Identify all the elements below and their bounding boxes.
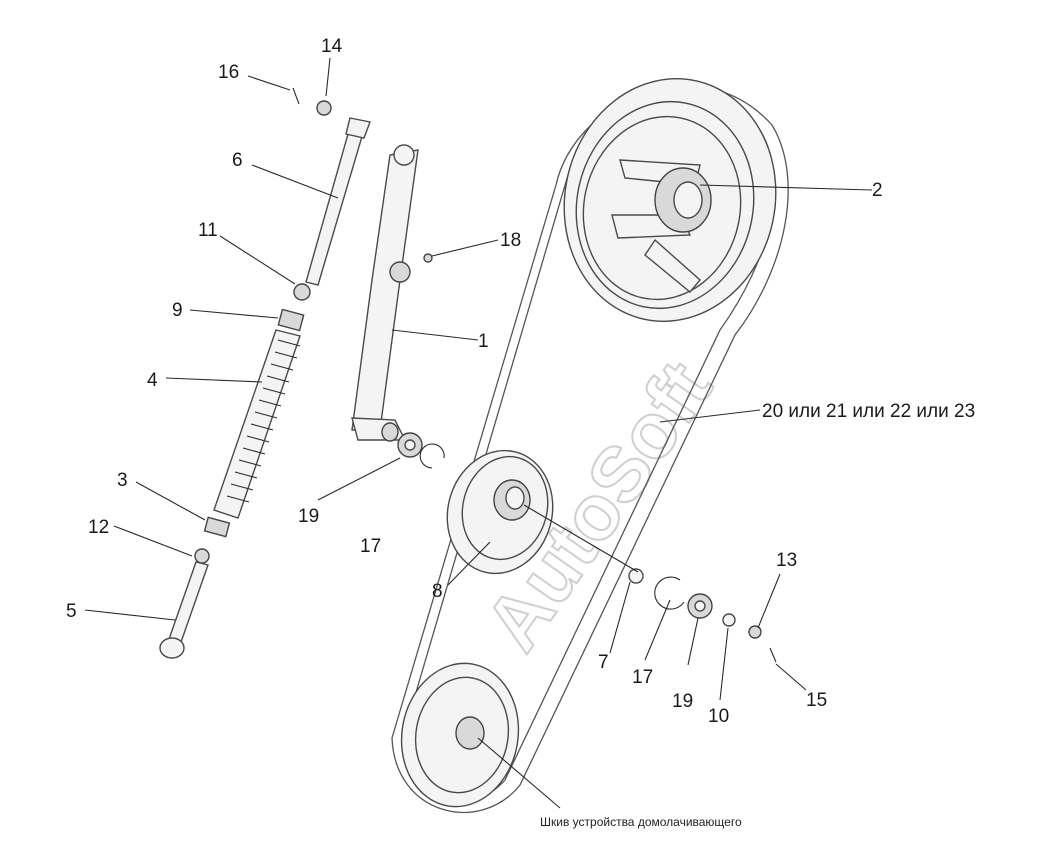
leader-lines	[84, 57, 873, 809]
callout-16: 16	[218, 62, 239, 83]
callout-9: 9	[172, 300, 183, 321]
callout-10: 10	[708, 706, 729, 727]
tension-rod	[277, 100, 371, 332]
callout-17-right: 17	[632, 667, 653, 688]
lever-arm	[351, 144, 419, 442]
callout-18: 18	[500, 230, 521, 251]
callouts: 16 14 6 11 9 4 3 12 5 2 18 1 20 или 21 и…	[66, 36, 975, 727]
callout-15: 15	[806, 690, 827, 711]
callout-12: 12	[88, 517, 109, 538]
large-pulley	[563, 77, 777, 323]
thresher-pulley	[400, 662, 520, 808]
callout-13: 13	[776, 550, 797, 571]
callout-6: 6	[232, 150, 243, 171]
callout-2: 2	[872, 180, 883, 201]
callout-14: 14	[321, 36, 343, 57]
callout-5: 5	[66, 601, 77, 622]
callout-8: 8	[432, 581, 443, 602]
medium-pulley	[446, 449, 554, 575]
callout-11: 11	[198, 220, 218, 241]
callout-19-right: 19	[672, 691, 693, 712]
callout-1: 1	[478, 331, 489, 352]
callout-4: 4	[147, 370, 158, 391]
hardware	[292, 87, 777, 663]
callout-3: 3	[117, 470, 128, 491]
callout-belt: 20 или 21 или 22 или 23	[762, 401, 975, 422]
pulley-caption: Шкив устройства домолачивающего	[540, 815, 742, 829]
callout-19-left: 19	[298, 506, 319, 527]
spring	[159, 329, 301, 659]
callout-17-left: 17	[360, 536, 381, 557]
callout-7: 7	[598, 652, 609, 673]
